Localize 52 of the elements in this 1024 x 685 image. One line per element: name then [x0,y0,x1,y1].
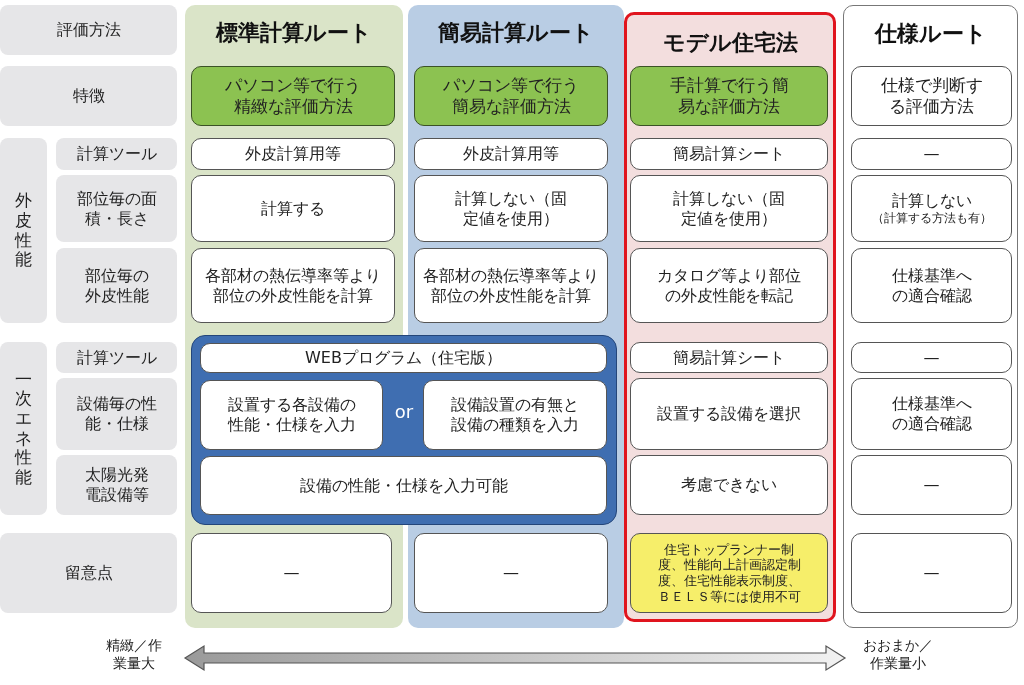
table-cell: 仕様基準への適合確認 [851,378,1012,450]
scale-label: 精緻／作業量大 [105,636,163,673]
column-panel [843,5,1018,628]
column-heading: 簡易計算ルート [437,19,595,47]
row-header: 設備毎の性能・仕様 [56,378,177,450]
row-header: 部位毎の外皮性能 [56,248,177,323]
table-cell: 計算しない（固定値を使用） [630,175,828,242]
table-cell [851,175,1012,242]
table-cell: 各部材の熱伝導率等より部位の外皮性能を計算 [191,248,395,323]
table-cell: — [851,342,1012,373]
table-cell: — [191,533,392,613]
table-cell: 簡易計算シート [630,342,828,373]
table-cell: — [851,533,1012,613]
table-cell: WEBプログラム（住宅版） [200,343,607,373]
row-group-header: 外皮性能 [0,138,47,323]
table-cell: 外皮計算用等 [414,138,608,170]
column-heading: 標準計算ルート [214,19,373,47]
or-label: or [393,401,415,424]
cell-text: 計算しない [891,191,972,211]
table-cell: 設備の性能・仕様を入力可能 [200,456,607,515]
feature-box: 仕様で判断する評価方法 [851,66,1012,126]
row-header: 太陽光発電設備等 [56,455,177,515]
table-cell: 各部材の熱伝導率等より部位の外皮性能を計算 [414,248,608,323]
feature-box: パソコン等で行う簡易な評価方法 [414,66,608,126]
table-cell: — [414,533,608,613]
feature-box: パソコン等で行う精緻な評価方法 [191,66,395,126]
table-cell: 考慮できない [630,455,828,515]
row-header: 計算ツール [56,138,177,170]
scale-label: おおまか／作業量小 [862,636,934,673]
row-header: 特徴 [0,66,177,126]
table-cell: — [851,138,1012,170]
row-header: 部位毎の面積・長さ [56,175,177,242]
column-heading: モデル住宅法 [661,29,799,57]
note-box: 住宅トップランナー制度、性能向上計画認定制度、住宅性能表示制度、ＢＥＬＳ等には使用不可 [630,533,828,613]
column-heading: 仕様ルート [873,20,988,48]
row-header: 留意点 [0,533,177,613]
table-cell: — [851,455,1012,515]
table-cell: 計算しない（固定値を使用） [414,175,608,242]
table-cell: 外皮計算用等 [191,138,395,170]
table-cell: カタログ等より部位の外皮性能を転記 [630,248,828,323]
table-cell: 仕様基準への適合確認 [851,248,1012,323]
table-cell: 計算する [191,175,395,242]
table-cell: 設置する設備を選択 [630,378,828,450]
row-header: 評価方法 [0,5,177,55]
row-group-header: 一次エネ性能 [0,342,47,515]
feature-box: 手計算で行う簡易な評価方法 [630,66,828,126]
row-header: 計算ツール [56,342,177,373]
table-cell: 設置する各設備の性能・仕様を入力 [200,380,383,450]
cell-note: （計算する方法も有） [871,211,992,226]
table-cell: 簡易計算シート [630,138,828,170]
table-cell: 設備設置の有無と設備の種類を入力 [423,380,607,450]
column-panel [624,12,836,622]
